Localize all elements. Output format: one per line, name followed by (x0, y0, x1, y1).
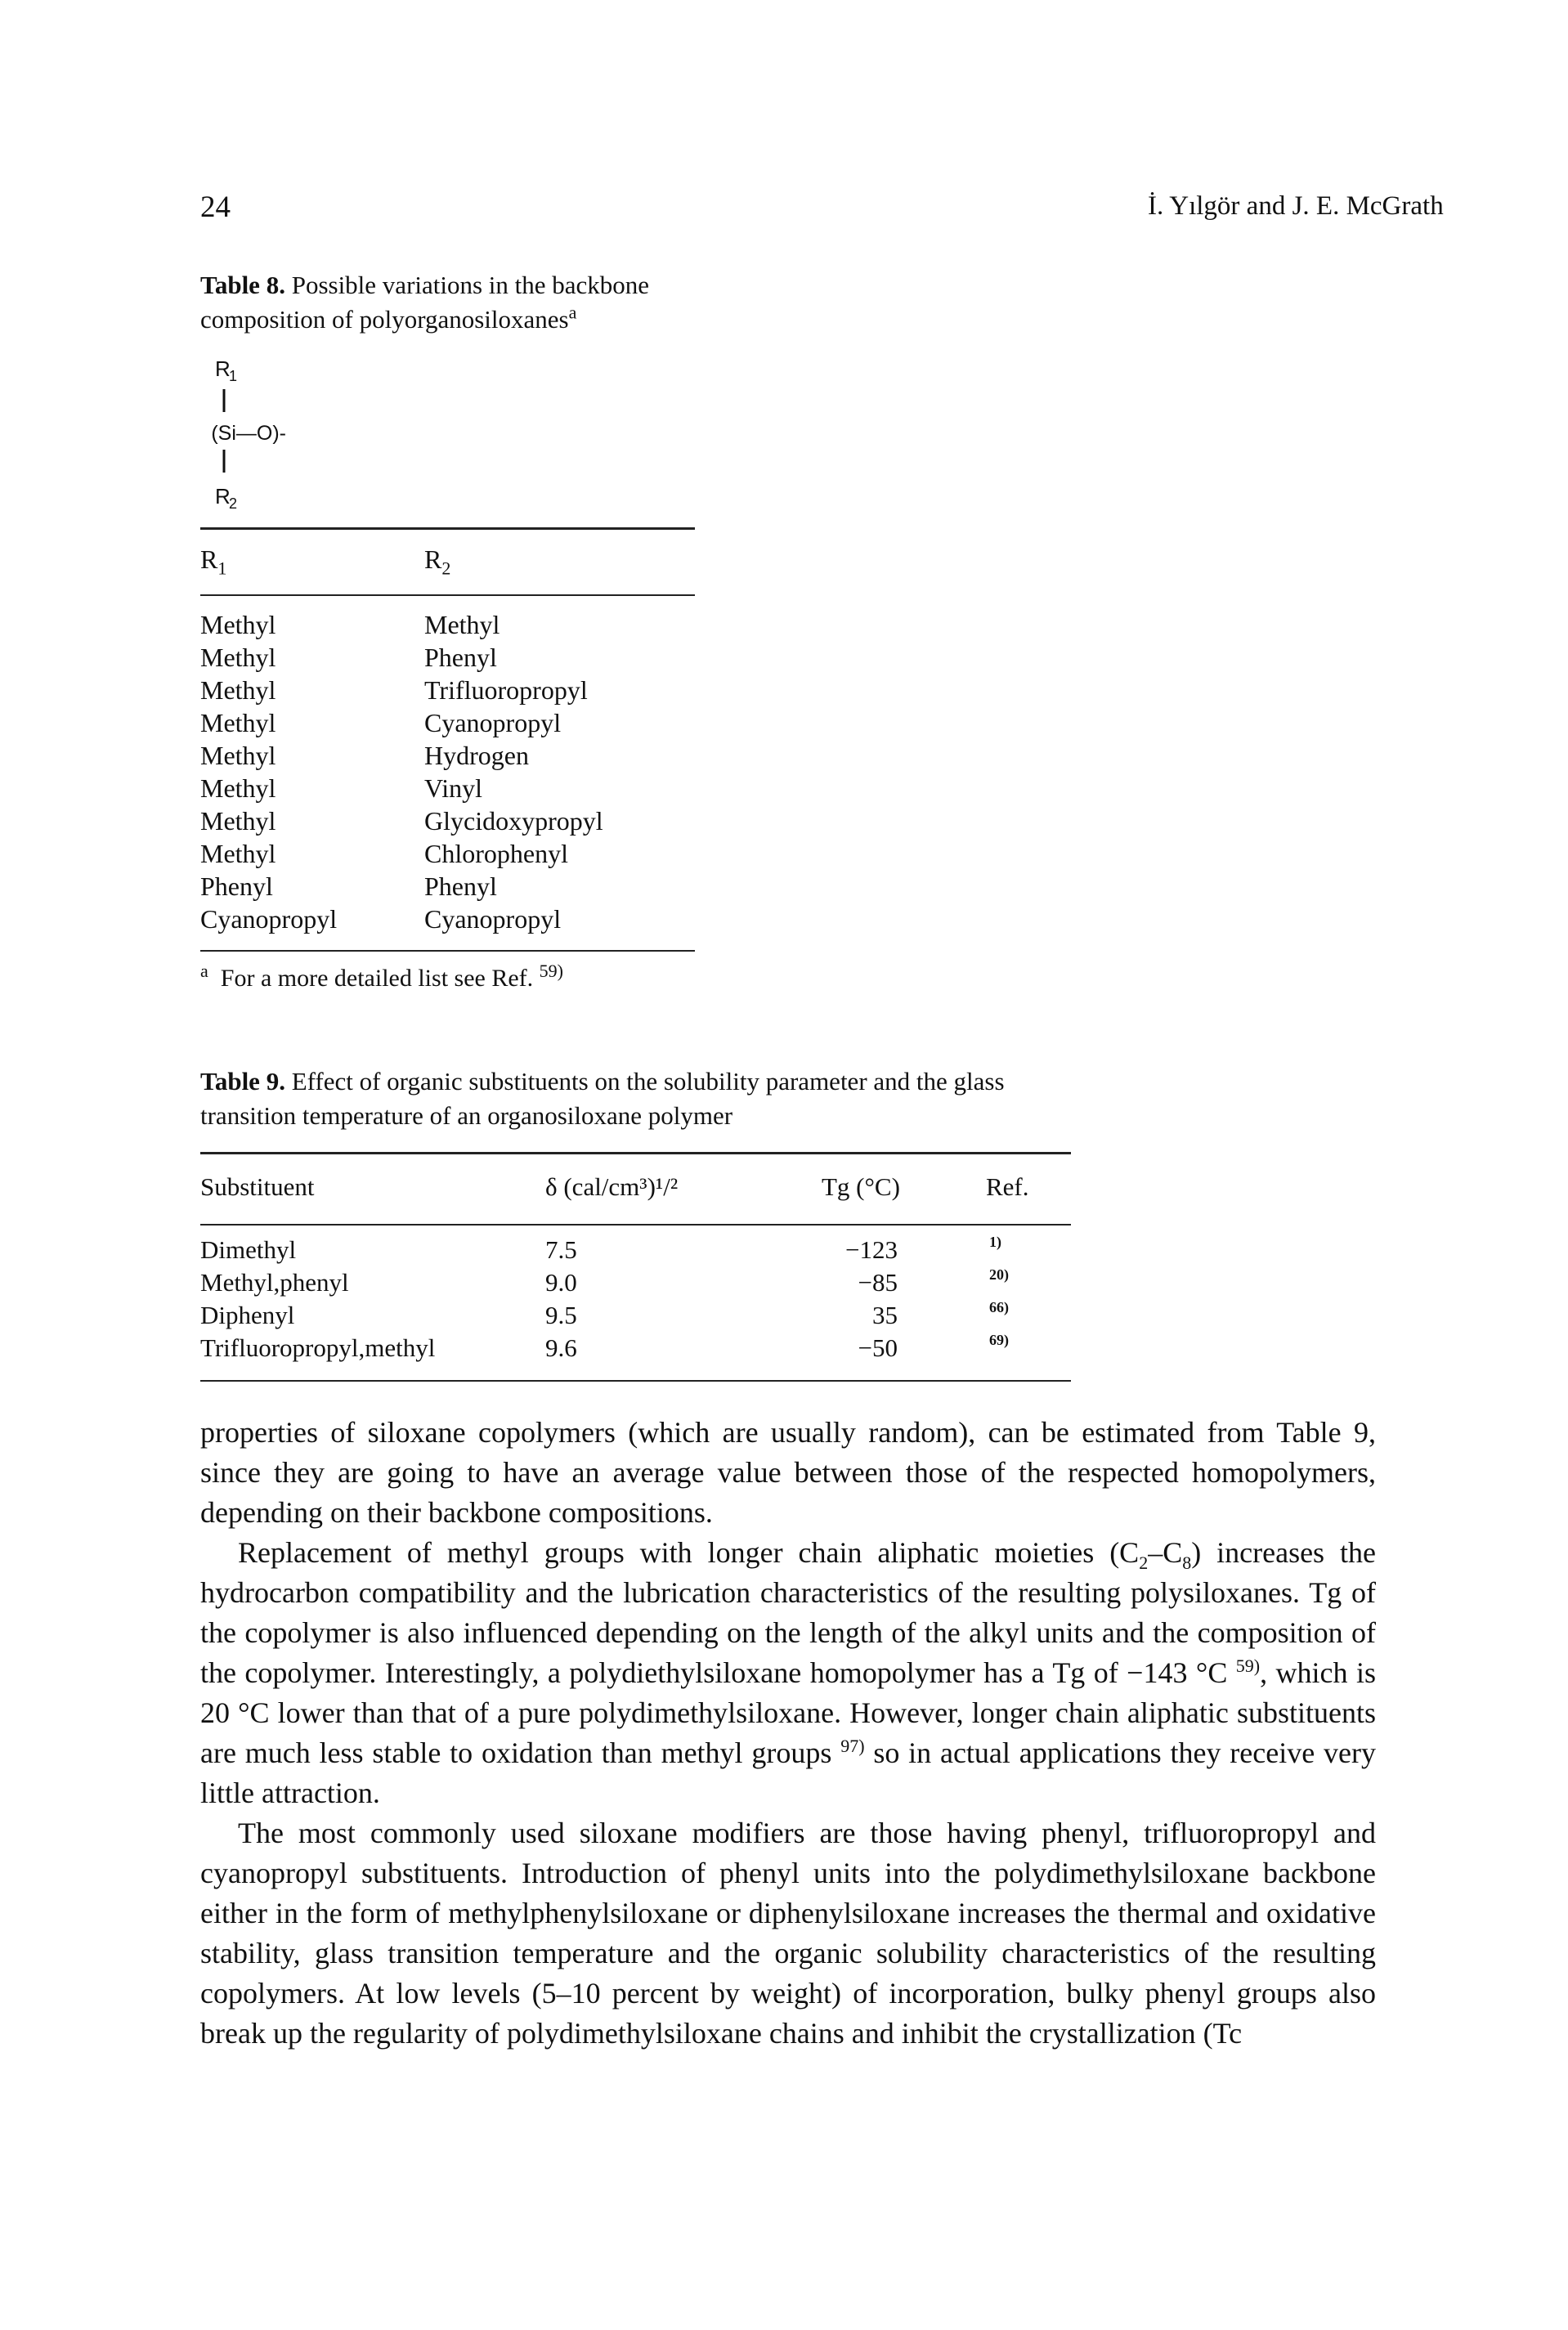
table9-ref-cell: 1) (989, 1234, 1001, 1250)
running-header-authors: İ. Yılgör and J. E. McGrath (1148, 191, 1444, 221)
table8-r1-cell: Methyl (200, 708, 276, 737)
table9-header-rule (200, 1224, 1071, 1225)
table8-r1-cell: Methyl (200, 741, 276, 770)
table9-ref-cell: 20) (989, 1266, 1009, 1283)
table9-substituent-cell: Diphenyl (200, 1301, 295, 1329)
table9-tg-cell: 35 (872, 1301, 898, 1329)
table8-r1-cell: Methyl (200, 610, 276, 639)
siloxane-structure-diagram: R 1 -(Si—O)- R 2 (211, 356, 286, 512)
table9-delta-cell: 9.0 (545, 1268, 577, 1297)
body-paragraph-1: properties of siloxane copolymers (which… (200, 1416, 1376, 1529)
svg-text:R: R (215, 484, 231, 509)
table9-substituent-cell: Dimethyl (200, 1235, 297, 1264)
table8-top-rule (200, 527, 695, 530)
table9-delta-cell: 9.6 (545, 1333, 577, 1362)
table9-caption-text: Effect of organic substituents on the so… (200, 1067, 1005, 1130)
table9-substituent-cell: Methyl,phenyl (200, 1268, 349, 1297)
table8-r2-cell: Trifluoropropyl (424, 675, 588, 705)
table9-caption: Table 9. Effect of organic substituents … (200, 1064, 1100, 1133)
table9-tg-cell: −50 (858, 1333, 898, 1362)
table9-substituent-cell: Trifluoropropyl,methyl (200, 1333, 436, 1362)
table9-bottom-rule (200, 1380, 1071, 1382)
table9-tg-cell: −85 (858, 1268, 898, 1297)
table9-label: Table 9. (200, 1067, 285, 1096)
table9-ref-cell: 66) (989, 1299, 1009, 1315)
table8-r2-cell: Glycidoxypropyl (424, 806, 603, 836)
table8-r1-cell: Methyl (200, 675, 276, 705)
table8-r1-cell: Methyl (200, 839, 276, 868)
table8-caption-text: Possible variations in the backbone comp… (200, 271, 650, 334)
table8-r2-cell: Cyanopropyl (424, 904, 562, 934)
body-paragraph-2: Replacement of methyl groups with longer… (200, 1536, 1376, 1809)
table9-top-rule (200, 1152, 1071, 1154)
table8-r2-cell: Cyanopropyl (424, 708, 562, 737)
body-paragraph-3: The most commonly used siloxane modifier… (200, 1817, 1376, 2050)
table8-caption-note: a (568, 302, 577, 323)
body-text: properties of siloxane copolymers (which… (200, 1413, 1376, 2054)
table8-header-r1: R1 (200, 544, 227, 579)
table8-r2-cell: Phenyl (424, 872, 497, 901)
svg-text:-(Si—O)-: -(Si—O)- (211, 422, 286, 445)
table9-header-ref: Ref. (986, 1172, 1029, 1201)
table9-header-tg: Tg (°C) (822, 1172, 900, 1201)
table8-caption: Table 8. Possible variations in the back… (200, 268, 724, 337)
table8-r2-cell: Chlorophenyl (424, 839, 568, 868)
table8-header-r2: R2 (424, 544, 451, 579)
table9-tg-cell: −123 (845, 1235, 898, 1264)
svg-text:1: 1 (229, 368, 237, 384)
table8-header-rule (200, 594, 695, 596)
table9-header-delta: δ (cal/cm³)¹/² (545, 1172, 679, 1201)
page-number: 24 (200, 190, 231, 224)
table9-delta-cell: 7.5 (545, 1235, 577, 1264)
table8-r2-cell: Phenyl (424, 643, 497, 672)
table8-r1-cell: Methyl (200, 806, 276, 836)
table8-r1-cell: Methyl (200, 643, 276, 672)
table9-ref-cell: 69) (989, 1332, 1009, 1348)
table8-r1-cell: Phenyl (200, 872, 273, 901)
table8-r1-cell: Cyanopropyl (200, 904, 338, 934)
table8-r2-cell: Hydrogen (424, 741, 529, 770)
table8-footnote: a For a more detailed list see Ref. 59) (200, 961, 563, 992)
table8-label: Table 8. (200, 271, 285, 299)
svg-text:2: 2 (229, 495, 237, 512)
table8-r2-cell: Vinyl (424, 773, 482, 803)
table8-r2-cell: Methyl (424, 610, 500, 639)
table8-bottom-rule (200, 950, 695, 952)
table8-r1-cell: Methyl (200, 773, 276, 803)
table9-header-substituent: Substituent (200, 1172, 315, 1201)
svg-text:R: R (215, 356, 231, 381)
table9-delta-cell: 9.5 (545, 1301, 577, 1329)
